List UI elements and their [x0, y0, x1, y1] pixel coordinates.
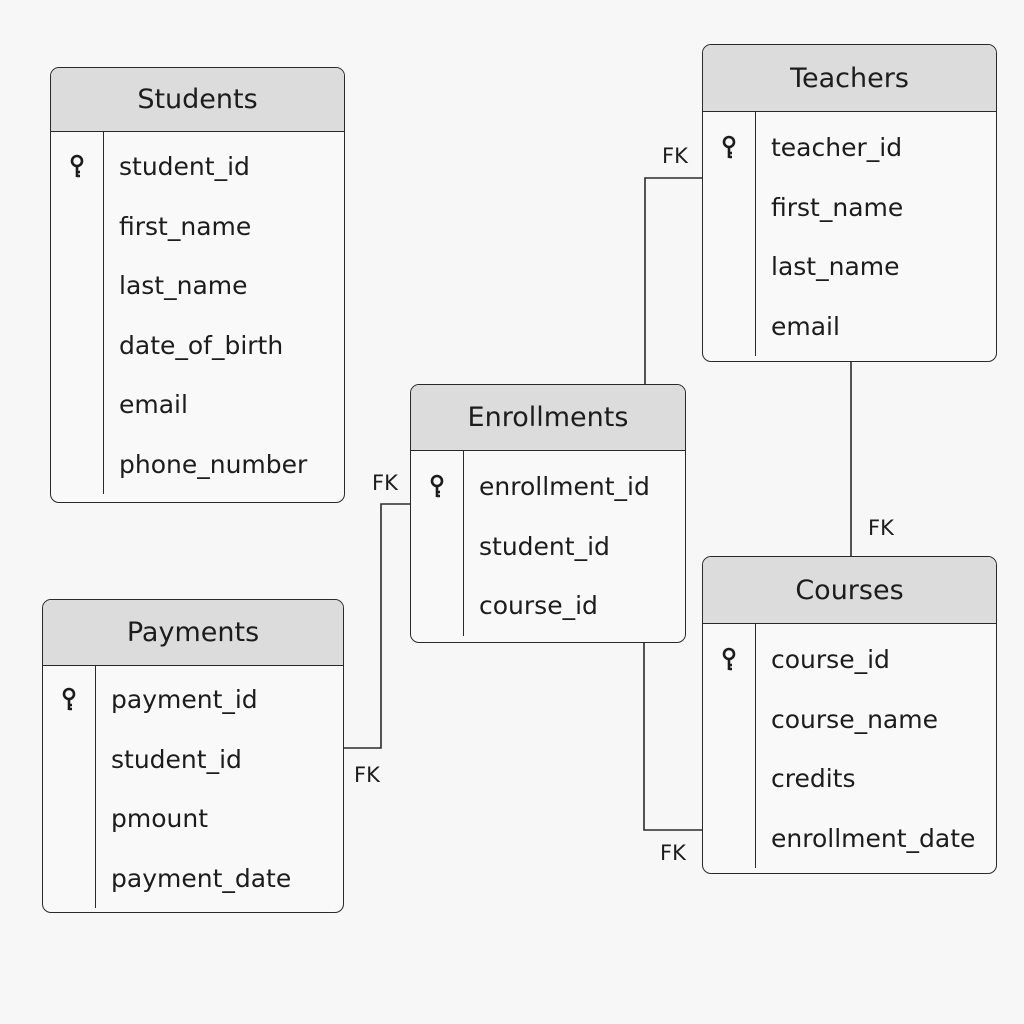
connector-enrollments-courses	[643, 643, 702, 831]
field-row[interactable]: first_name	[51, 197, 344, 257]
entity-fields: course_id course_name credits enrollment…	[703, 624, 996, 868]
field-name: student_id	[111, 744, 242, 774]
key-icon	[62, 687, 76, 711]
field-row[interactable]: course_id	[411, 576, 685, 636]
field-name: enrollment_id	[479, 472, 650, 502]
field-row[interactable]: course_name	[703, 690, 996, 750]
key-column	[43, 666, 96, 908]
entity-enrollments[interactable]: Enrollments enrollment_id student_id cou…	[410, 384, 686, 643]
field-row[interactable]: payment_date	[43, 849, 343, 909]
connector-teachers-enrollments	[644, 177, 702, 384]
key-icon	[70, 154, 84, 178]
field-name: email	[119, 390, 188, 420]
entity-title: Teachers	[703, 45, 996, 112]
field-row[interactable]: first_name	[703, 178, 996, 238]
field-name: course_name	[771, 704, 938, 734]
field-name: teacher_id	[771, 133, 903, 163]
key-column	[703, 624, 756, 868]
entity-fields: student_id first_name last_name date_of_…	[51, 132, 344, 494]
field-name: date_of_birth	[119, 330, 284, 360]
entity-courses[interactable]: Courses course_id course_name credits en…	[702, 556, 997, 874]
field-row[interactable]: teacher_id	[703, 118, 996, 178]
connector-payments-enrollments	[344, 503, 410, 749]
field-name: phone_number	[119, 449, 308, 479]
field-name: first_name	[771, 192, 904, 222]
entity-students[interactable]: Students student_id first_name last_name…	[50, 67, 345, 503]
field-name: course_id	[479, 591, 598, 621]
field-name: credits	[771, 764, 856, 794]
key-column	[51, 132, 104, 494]
field-row[interactable]: enrollment_date	[703, 809, 996, 869]
field-name: last_name	[119, 271, 248, 301]
field-row[interactable]: payment_id	[43, 670, 343, 730]
field-row[interactable]: email	[51, 375, 344, 435]
field-row[interactable]: pmount	[43, 789, 343, 849]
key-icon	[430, 474, 444, 498]
entity-title: Courses	[703, 557, 996, 624]
field-name: payment_id	[111, 685, 258, 715]
field-row[interactable]: student_id	[51, 137, 344, 197]
fk-label-teachers-enrollments: FK	[662, 144, 688, 168]
field-name: pmount	[111, 804, 209, 834]
field-name: email	[771, 311, 840, 341]
entity-title: Enrollments	[411, 385, 685, 451]
field-name: course_id	[771, 645, 890, 675]
key-icon	[722, 647, 736, 671]
key-column	[703, 112, 756, 356]
field-name: last_name	[771, 252, 900, 282]
entity-fields: enrollment_id student_id course_id	[411, 451, 685, 636]
field-name: first_name	[119, 211, 252, 241]
field-row[interactable]: email	[703, 297, 996, 357]
field-row[interactable]: student_id	[411, 517, 685, 577]
key-icon	[722, 135, 736, 159]
entity-teachers[interactable]: Teachers teacher_id first_name last_name…	[702, 44, 997, 362]
entity-payments[interactable]: Payments payment_id student_id pmount pa…	[42, 599, 344, 913]
entity-fields: teacher_id first_name last_name email	[703, 112, 996, 356]
entity-title: Students	[51, 68, 344, 132]
field-name: student_id	[119, 152, 250, 182]
entity-fields: payment_id student_id pmount payment_dat…	[43, 666, 343, 908]
fk-label-payments-enrollments: FK	[354, 763, 380, 787]
field-row[interactable]: student_id	[43, 730, 343, 790]
field-name: enrollment_date	[771, 823, 976, 853]
field-row[interactable]: phone_number	[51, 435, 344, 495]
field-name: payment_date	[111, 863, 292, 893]
field-row[interactable]: last_name	[703, 237, 996, 297]
field-row[interactable]: course_id	[703, 630, 996, 690]
field-row[interactable]: date_of_birth	[51, 316, 344, 376]
field-row[interactable]: credits	[703, 749, 996, 809]
entity-title: Payments	[43, 600, 343, 666]
fk-label-enrollments-courses: FK	[660, 841, 686, 865]
key-column	[411, 451, 464, 636]
fk-label-teachers-courses: FK	[868, 516, 894, 540]
field-row[interactable]: last_name	[51, 256, 344, 316]
field-row[interactable]: enrollment_id	[411, 457, 685, 517]
field-name: student_id	[479, 531, 610, 561]
fk-label-students-enrollments: FK	[372, 471, 398, 495]
